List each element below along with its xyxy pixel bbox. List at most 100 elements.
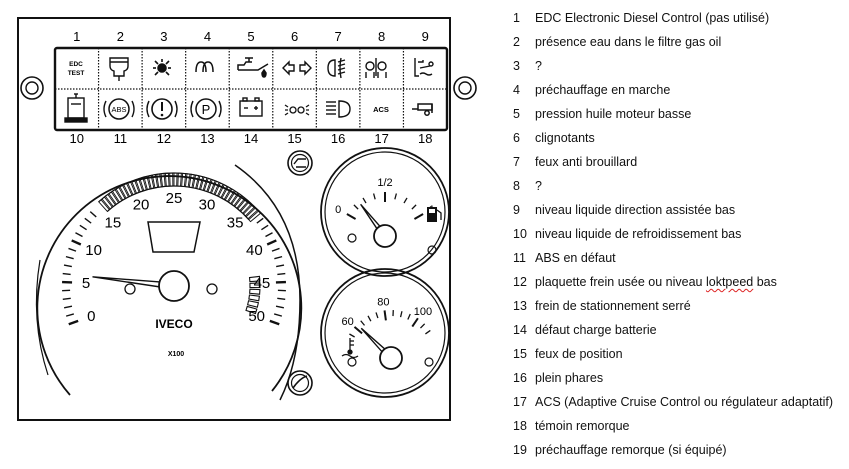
legend-text: ? — [535, 59, 542, 73]
tachometer-hub — [158, 270, 190, 302]
svg-text:TEST: TEST — [68, 70, 85, 77]
fuel-gauge-tick — [394, 193, 398, 200]
legend-text: feux anti brouillard — [535, 155, 638, 169]
tachometer-band-segment — [248, 210, 262, 223]
tachometer-band-segment — [181, 172, 187, 188]
legend-text: préchauffage en marche — [535, 83, 671, 97]
tachometer-band-segment — [177, 172, 182, 187]
legend-number: 14 — [513, 323, 527, 337]
temperature-gauge-tick — [349, 333, 355, 338]
tachometer-scale-label: 30 — [199, 196, 216, 213]
tachometer-tick — [274, 255, 283, 260]
tachometer-scale-label: 25 — [166, 190, 183, 207]
legend-item: 17 ACS (Adaptive Cruise Control ou régula… — [510, 390, 846, 414]
warning-light-number: 13 — [200, 131, 214, 146]
temperature-gauge-tick — [419, 323, 426, 329]
legend-item: 15 feux de position — [510, 342, 846, 366]
warning-light-number: 1 — [73, 29, 80, 44]
svg-text:EDC: EDC — [69, 61, 83, 68]
warning-light-number: 4 — [204, 29, 211, 44]
legend-number: 11 — [513, 251, 526, 265]
tachometer-scale-label: 10 — [85, 242, 102, 259]
panel-frame — [17, 17, 451, 421]
left-mount-ring — [20, 76, 44, 100]
legend-number: 9 — [513, 203, 520, 217]
legend-number: 10 — [513, 227, 527, 241]
warning-light-block — [53, 46, 449, 132]
tachometer-tick — [62, 297, 71, 300]
water-in-fuel-filter-icon — [109, 57, 129, 81]
tachometer-scale-label: 20 — [133, 196, 150, 213]
tachometer-tick — [79, 224, 87, 231]
warning-light-number: 5 — [247, 29, 254, 44]
tachometer-multiplier: X100 — [168, 351, 184, 358]
tachometer-band-segment — [169, 172, 174, 187]
tachometer-tick — [68, 319, 79, 326]
tachometer-tick — [71, 239, 82, 246]
warning-light-number: 9 — [422, 29, 429, 44]
coolant-level-icon — [365, 58, 387, 78]
oil-pressure-icon — [237, 57, 269, 78]
tachometer-tick — [277, 297, 286, 300]
legend-text: défaut charge batterie — [535, 323, 657, 337]
reset-knob-icon[interactable] — [287, 150, 313, 176]
tachometer-left-screw — [124, 283, 136, 295]
dimmer-knob-icon[interactable] — [287, 370, 313, 396]
tachometer-redzone-segment — [246, 300, 260, 308]
tachometer-scale-label: 35 — [227, 215, 244, 232]
legend-text: EDC Electronic Diesel Control (pas utili… — [535, 11, 770, 25]
warning-light-number: 7 — [334, 29, 341, 44]
tachometer-scale-label: 45 — [254, 275, 271, 292]
legend-text-after: bas — [753, 275, 777, 289]
tachometer-tick — [271, 247, 280, 252]
legend-text: pression huile moteur basse — [535, 107, 692, 121]
acs-icon: ACS — [373, 105, 389, 114]
legend-text: ACS (Adaptive Cruise Control ou régulate… — [535, 395, 834, 409]
temperature-gauge-tick — [383, 310, 387, 321]
tachometer-tick — [84, 217, 92, 224]
legend-number: 18 — [513, 419, 527, 433]
temperature-gauge-tick — [399, 311, 403, 318]
legend-text: témoin remorque — [535, 419, 630, 433]
legend-number: 17 — [513, 395, 527, 409]
temperature-gauge-tick — [375, 312, 379, 319]
legend-text: clignotants — [535, 131, 595, 145]
tachometer-tick — [62, 272, 71, 276]
fuel-gauge-scale-label: 1/2 — [377, 177, 392, 189]
warning-light-number: 10 — [70, 131, 84, 146]
fuel-gauge-tick — [372, 193, 376, 200]
tachometer-tick — [68, 247, 77, 252]
legend-text: ABS en défaut — [535, 251, 616, 265]
legend-text: préchauffage remorque (si équipé) — [535, 443, 727, 457]
temperature-gauge-scale-label: 80 — [377, 297, 389, 309]
legend-text: plaquette frein usée ou niveau — [535, 275, 706, 289]
legend-text: feux de position — [535, 347, 623, 361]
temperature-gauge-tick — [411, 317, 419, 328]
legend-number: 13 — [513, 299, 527, 313]
legend-number: 3 — [513, 59, 520, 73]
tachometer-scale-label: 50 — [248, 308, 265, 325]
fuel-gauge: 01/21 — [320, 147, 450, 277]
legend-number: 15 — [513, 347, 527, 361]
svg-text:ACS: ACS — [373, 105, 389, 114]
tachometer-tick — [266, 239, 277, 246]
tachometer-tick — [65, 313, 75, 317]
temperature-gauge-tick — [360, 320, 366, 326]
tachometer-tick — [65, 255, 74, 260]
legend-item: 3? — [510, 54, 846, 78]
tachometer-tick — [265, 232, 273, 238]
warning-light-number: 3 — [160, 29, 167, 44]
tachometer-tick — [89, 211, 97, 218]
legend-text: plein phares — [535, 371, 604, 385]
warning-light-number: 8 — [378, 29, 385, 44]
